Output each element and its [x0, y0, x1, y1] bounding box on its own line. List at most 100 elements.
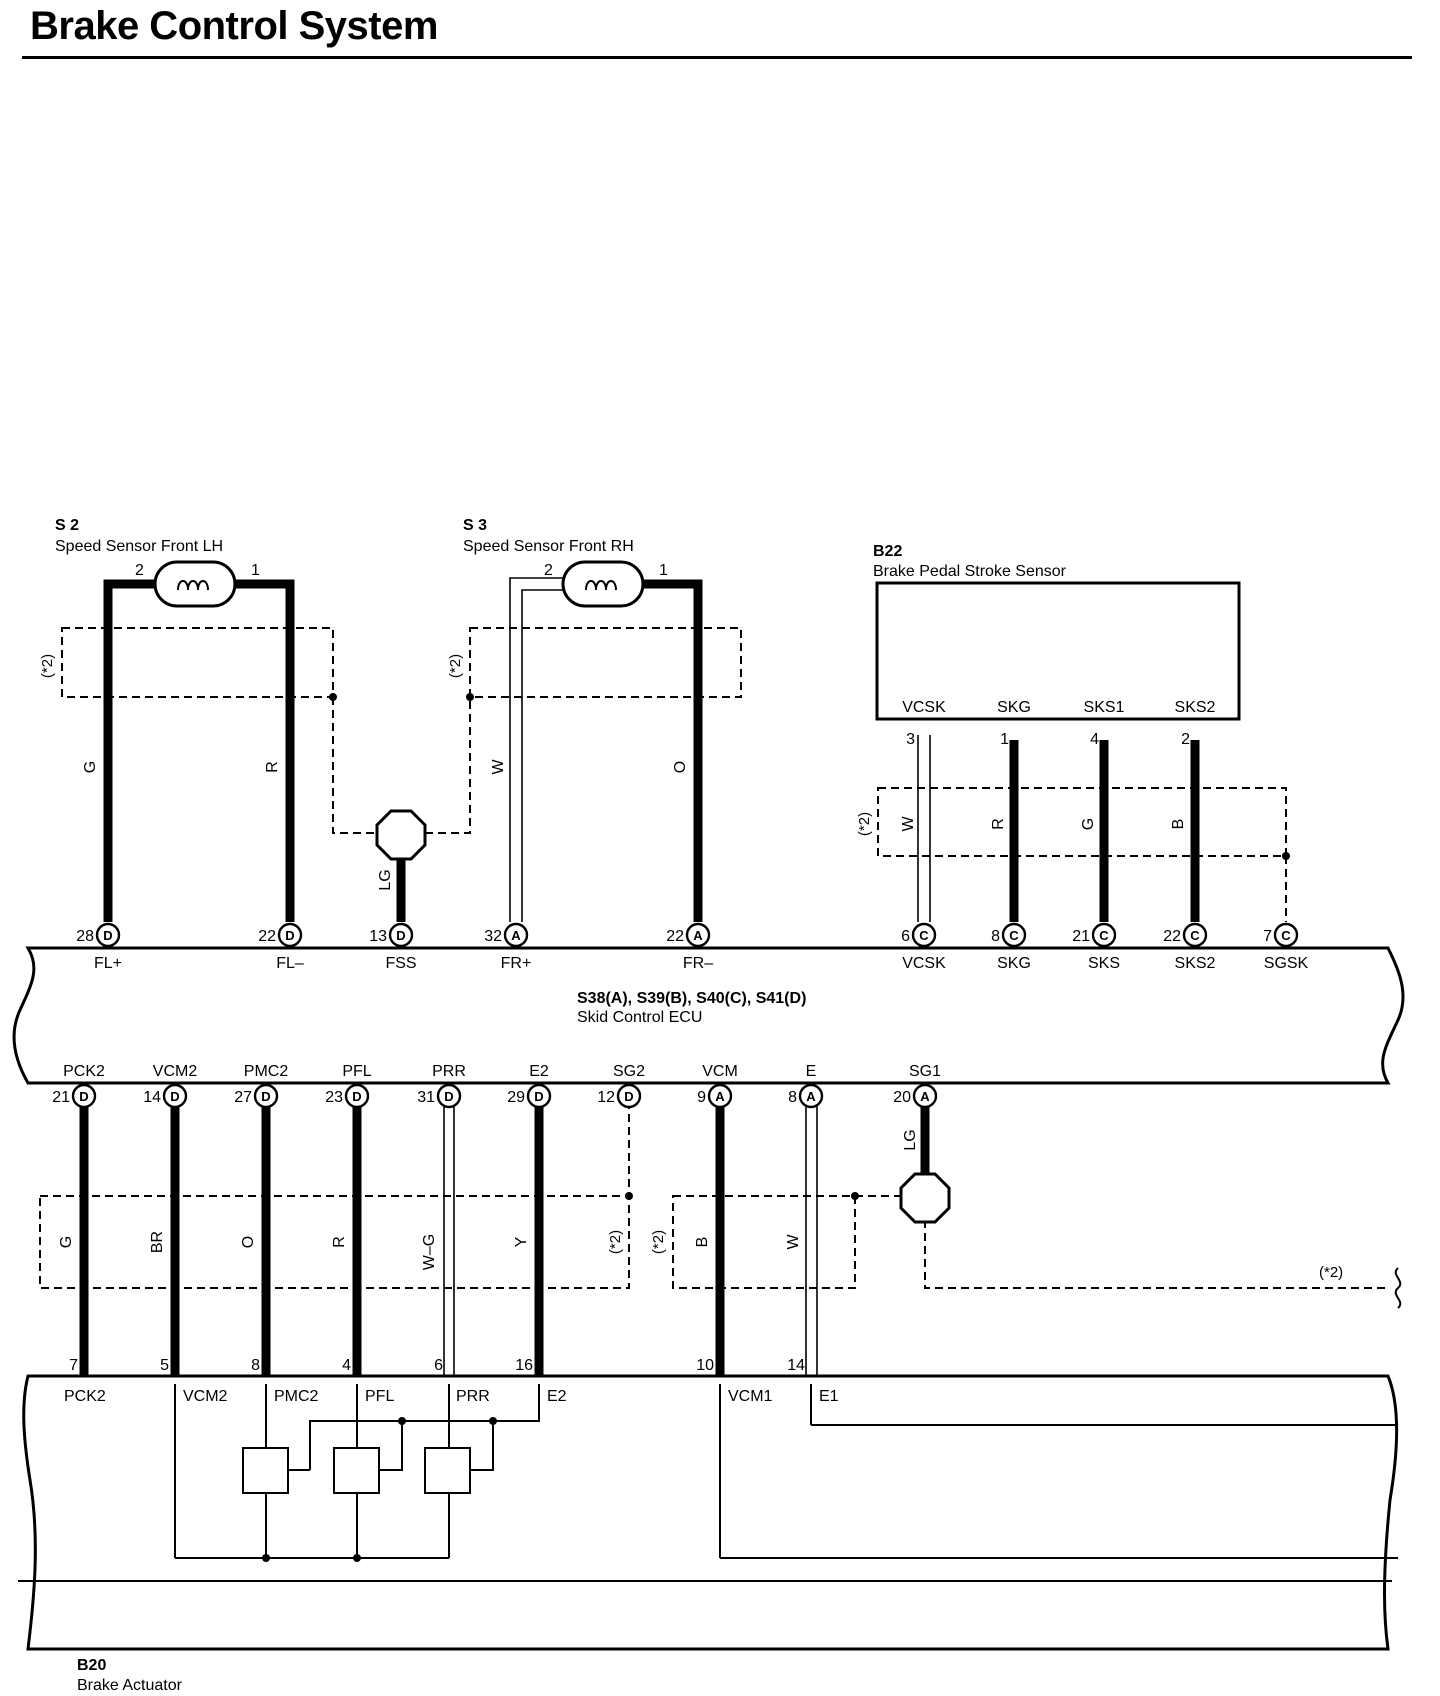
ecu-terminal-label: FR–	[683, 955, 713, 972]
connector-letter: A	[511, 928, 521, 943]
connector-letter: C	[1099, 928, 1109, 943]
wire-color-label: Y	[513, 1236, 530, 1247]
ecu-pin-number: 8	[788, 1089, 797, 1106]
b20-code: B20	[77, 1657, 106, 1674]
b22-sensor-box	[875, 581, 1241, 721]
s3-pin-1: 1	[659, 562, 668, 579]
wire-color-label: B	[1170, 819, 1187, 830]
b20-name: Brake Actuator	[77, 1677, 183, 1694]
ecu-terminal-label: SKG	[997, 955, 1031, 972]
wire-color-label: W–G	[421, 1234, 438, 1270]
ecu-terminal-label: PMC2	[244, 1063, 289, 1080]
connector-letter: D	[103, 928, 112, 943]
s3-sensor-symbol	[561, 560, 645, 608]
ecu-pin-number: 22	[666, 928, 684, 945]
ecu-terminal-circles	[71, 922, 1299, 1109]
ecu-terminal-label: E2	[529, 1063, 549, 1080]
shield-ground-symbol	[375, 809, 427, 861]
connector-letter: C	[1009, 928, 1019, 943]
actuator-internal-circuit	[174, 1384, 1398, 1559]
ecu-terminal-label: SGSK	[1264, 955, 1309, 972]
ecu-pin-number: 21	[52, 1089, 70, 1106]
wire-color-label: R	[331, 1236, 348, 1248]
connector-letter: C	[1281, 928, 1291, 943]
shield-label: (*2)	[447, 654, 464, 678]
s2-name: Speed Sensor Front LH	[55, 538, 223, 555]
connector-letter: D	[170, 1089, 179, 1104]
ecu-pin-number: 6	[901, 928, 910, 945]
bottom-wires	[79, 1105, 930, 1376]
connector-letter: A	[693, 928, 703, 943]
ecu-terminal-label: E	[806, 1063, 817, 1080]
s2-pin-2: 2	[135, 562, 144, 579]
s2-sensor-symbol	[153, 560, 237, 608]
wire-color-label: G	[58, 1236, 75, 1248]
connector-letter: D	[79, 1089, 88, 1104]
actuator-pin-number: 6	[434, 1357, 443, 1374]
wire-color-label: W	[900, 816, 917, 832]
b22-pin: 2	[1181, 731, 1190, 748]
actuator-terminal-label: PRR	[456, 1388, 490, 1405]
ecu-pin-number: 20	[893, 1089, 911, 1106]
ecu-terminal-label: VCM	[702, 1063, 738, 1080]
b22-name: Brake Pedal Stroke Sensor	[873, 563, 1067, 580]
b22-terminal-sks2: SKS2	[1175, 699, 1216, 716]
s3-code: S 3	[463, 517, 487, 534]
wire-color-label: O	[240, 1236, 257, 1248]
connector-letter: C	[919, 928, 929, 943]
s2-pin-1: 1	[251, 562, 260, 579]
s3-pin-2: 2	[544, 562, 553, 579]
top-double-wires	[509, 577, 931, 922]
ecu-terminal-label: PFL	[342, 1063, 371, 1080]
ecu-terminal-label: FL–	[276, 955, 304, 972]
ecu-pin-number: 12	[597, 1089, 615, 1106]
ecu-terminal-label: FR+	[501, 955, 532, 972]
ecu-pin-number: 21	[1072, 928, 1090, 945]
ecu-pin-number: 7	[1263, 928, 1272, 945]
ecu-terminal-label: SKS	[1088, 955, 1120, 972]
connector-letter: D	[285, 928, 294, 943]
wire-color-label: G	[1080, 818, 1097, 830]
b22-terminal-skg: SKG	[997, 699, 1031, 716]
shield-label: (*2)	[607, 1230, 624, 1254]
shield-label: (*2)	[650, 1230, 667, 1254]
actuator-terminal-label: VCM2	[183, 1388, 228, 1405]
actuator-body	[22, 1374, 1399, 1651]
ecu-terminal-label: FSS	[385, 955, 416, 972]
b22-pin: 4	[1090, 731, 1099, 748]
connector-letter: D	[534, 1089, 543, 1104]
connector-letter: A	[806, 1089, 816, 1104]
connector-letter: A	[920, 1089, 930, 1104]
wire-color-label: BR	[149, 1231, 166, 1253]
actuator-pin-number: 14	[787, 1357, 805, 1374]
ecu-terminal-label: PRR	[432, 1063, 466, 1080]
s3-name: Speed Sensor Front RH	[463, 538, 634, 555]
ecu-pin-number: 27	[234, 1089, 252, 1106]
shield-label: (*2)	[39, 654, 56, 678]
ecu-terminal-label: SKS2	[1175, 955, 1216, 972]
ecu-pin-number: 9	[697, 1089, 706, 1106]
ecu-pin-number: 29	[507, 1089, 525, 1106]
wire-color-label: G	[82, 761, 99, 773]
title-rule	[22, 56, 1412, 59]
wire-color-label: LG	[377, 869, 394, 890]
actuator-pin-number: 8	[251, 1357, 260, 1374]
connector-letter: C	[1190, 928, 1200, 943]
actuator-pin-number: 4	[342, 1357, 351, 1374]
ecu-pin-number: 31	[417, 1089, 435, 1106]
connector-letter: D	[261, 1089, 270, 1104]
ecu-terminal-label: PCK2	[63, 1063, 105, 1080]
actuator-pin-number: 10	[696, 1357, 714, 1374]
bottom-double-wires	[443, 1105, 818, 1376]
top-wires	[103, 579, 1200, 922]
actuator-terminal-label: PFL	[365, 1388, 394, 1405]
ecu-pin-number: 32	[484, 928, 502, 945]
shield-ground-symbol	[899, 1172, 951, 1224]
connector-letter: D	[444, 1089, 453, 1104]
connector-letter: D	[624, 1089, 633, 1104]
ecu-terminal-label: VCM2	[153, 1063, 198, 1080]
actuator-terminal-label: E1	[819, 1388, 839, 1405]
wire-color-label: B	[694, 1237, 711, 1248]
